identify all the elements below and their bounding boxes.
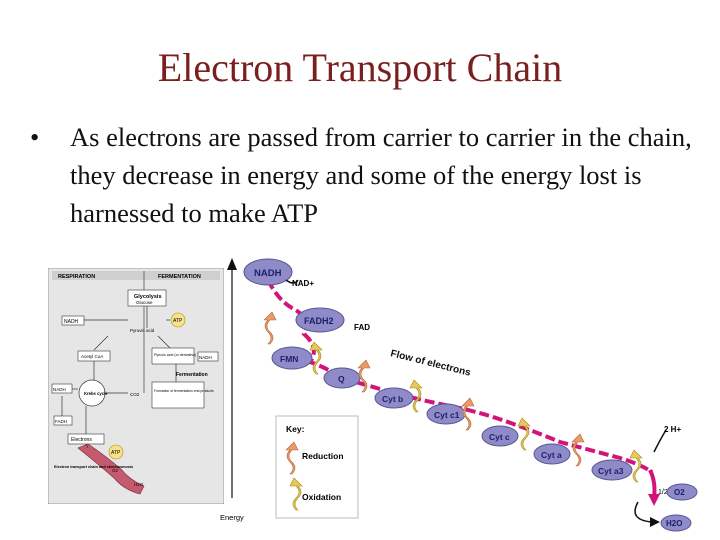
- etc-ribbon: [77, 443, 145, 495]
- flow-label: Flow of electrons: [389, 348, 472, 379]
- proton-arrow: [653, 429, 667, 453]
- carrier-cyt-b: [374, 387, 414, 409]
- label-acetyl: Acetyl CoA: [81, 354, 103, 359]
- bullet-text: As electrons are passed from carrier to …: [70, 122, 692, 228]
- key-reduction-arrow: [285, 441, 299, 475]
- water-arrow: [634, 501, 653, 523]
- overview-arrows: [61, 306, 177, 449]
- label-electrons: Electrons: [71, 437, 92, 443]
- energy-axis: Energy: [220, 258, 244, 522]
- label-pyruvic-deriv: Pyruvic acid (or derivative): [154, 353, 196, 357]
- carrier-fmn: [271, 346, 313, 370]
- carrier-cyt-c1-label: Cyt c1: [434, 410, 460, 420]
- header-fermentation: FERMENTATION: [158, 274, 201, 280]
- electron-transport-diagram: NADH NAD+ FADH2 FAD FMN Q Flow of electr…: [243, 258, 698, 532]
- water-blob: [660, 514, 692, 532]
- label-co2: CO2: [130, 392, 140, 397]
- water-arrowhead: [650, 517, 660, 527]
- carrier-nadh: [243, 258, 293, 286]
- nad-release-arrow: [285, 279, 299, 284]
- energy-axis-label: Energy: [220, 513, 244, 522]
- carrier-cyt-a3-label: Cyt a3: [598, 466, 624, 476]
- label-fadh: FADH: [55, 419, 67, 424]
- label-pyruvic: Pyruvic acid: [130, 328, 155, 333]
- label-krebs: Krebs cycle: [84, 391, 108, 396]
- carrier-cyt-a-label: Cyt a: [541, 450, 562, 460]
- legend-key: Key: Reduction Oxidation: [275, 415, 359, 519]
- label-nad: NAD+: [292, 279, 314, 288]
- krebs-cycle-circle: [78, 379, 106, 407]
- label-o2: O2: [112, 468, 119, 473]
- path-to-water: [648, 469, 657, 499]
- label-o2-chain: O2: [674, 488, 685, 497]
- key-oxidation-label: Oxidation: [302, 492, 341, 502]
- carrier-cyt-c: [481, 425, 519, 447]
- key-title: Key:: [286, 424, 305, 434]
- carrier-cyt-a3: [591, 459, 633, 481]
- label-formation: Formation of fermentation end-products: [154, 389, 214, 393]
- bullet-marker: •: [30, 122, 40, 152]
- carrier-nadh-label: NADH: [254, 268, 282, 279]
- respiration-overview-diagram: RESPIRATION FERMENTATION Glycolysis Gluc…: [48, 268, 224, 504]
- carrier-cyt-c-label: Cyt c: [489, 432, 510, 442]
- label-fad: FAD: [354, 323, 370, 332]
- label-nadh-top: NADH: [64, 319, 79, 325]
- label-nadh-left: NADH: [53, 387, 66, 392]
- carrier-fadh2-label: FADH2: [304, 316, 334, 326]
- key-oxidation-arrow: [289, 477, 303, 511]
- label-h2o-chain: H2O: [666, 519, 682, 528]
- label-half: 1/2: [658, 489, 668, 496]
- redox-arrows: [263, 311, 643, 483]
- key-reduction-label: Reduction: [302, 451, 344, 461]
- label-h2o: H2O: [134, 482, 144, 487]
- atp-burst-top: [170, 312, 186, 328]
- label-fermentation: Fermentation: [176, 372, 208, 378]
- atp-burst-bottom: [108, 444, 124, 460]
- label-glycolysis: Glycolysis: [134, 294, 162, 300]
- slide-title: Electron Transport Chain: [157, 45, 563, 90]
- label-atp-top: ATP: [173, 318, 183, 324]
- label-2h: 2 H+: [664, 425, 681, 434]
- carrier-fadh2: [295, 307, 345, 333]
- carrier-fmn-label: FMN: [280, 354, 298, 364]
- path-arrowhead: [648, 494, 660, 506]
- label-etc: Electron transport chain and chemiosmosi…: [54, 465, 133, 469]
- carrier-q-label: Q: [338, 374, 345, 384]
- header-respiration: RESPIRATION: [58, 274, 95, 280]
- carrier-cyt-a: [533, 443, 571, 465]
- carrier-cyt-b-label: Cyt b: [382, 394, 403, 404]
- label-glucose: Glucose: [136, 300, 153, 305]
- oxygen-blob: [666, 483, 698, 501]
- label-nadh-right: NADH: [199, 355, 212, 360]
- label-atp-bottom: ATP: [111, 450, 121, 456]
